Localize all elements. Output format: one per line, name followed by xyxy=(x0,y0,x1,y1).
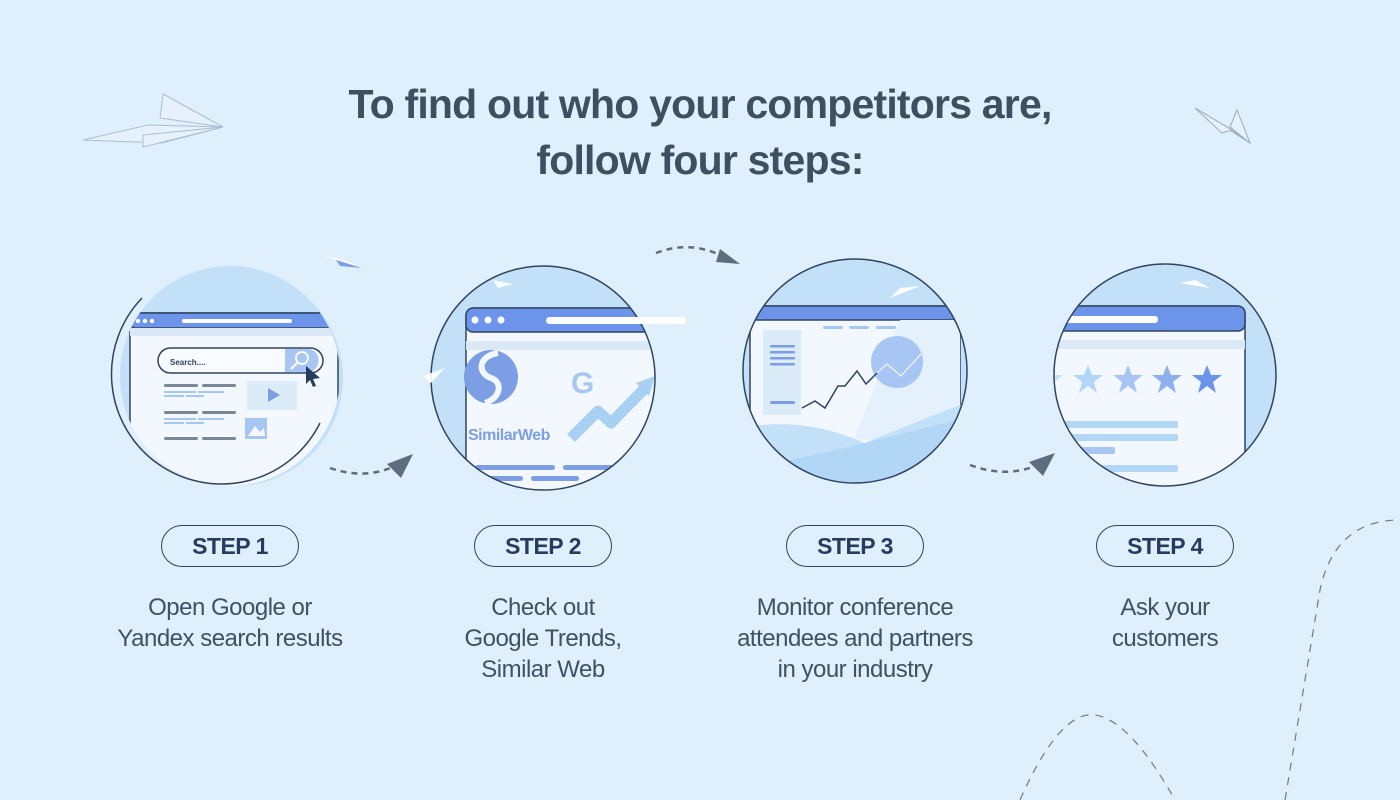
title-line-2: follow four steps: xyxy=(536,137,864,183)
paper-plane-large-icon xyxy=(82,93,224,148)
star-icon xyxy=(1054,365,1222,393)
dashed-arrow-2-to-3-icon xyxy=(655,245,740,264)
step-1-badge: STEP 1 xyxy=(161,525,299,567)
chart-browser-illustration-icon xyxy=(742,258,968,484)
svg-text:SimilarWeb: SimilarWeb xyxy=(468,427,551,444)
title-line-1: To find out who your competitors are, xyxy=(348,81,1052,127)
paper-plane-small-icon xyxy=(324,256,362,268)
svg-text:Search....: Search.... xyxy=(170,358,206,367)
dashed-arrow-1-to-2-icon xyxy=(329,454,413,478)
step-4-description: Ask your customers xyxy=(1111,594,1219,652)
step-3-badge: STEP 3 xyxy=(786,525,924,567)
review-browser-illustration-icon xyxy=(1053,263,1277,487)
step-3-illustration xyxy=(705,258,1005,498)
dashed-arrow-3-to-4-icon xyxy=(969,453,1055,476)
step-2-illustration: SimilarWeb G xyxy=(393,258,693,498)
step-3-description: Monitor conference attendees and partner… xyxy=(737,594,973,683)
paper-plane-right-icon xyxy=(1194,107,1252,145)
step-1: Search.... STEP 1 Open Google or Yandex … xyxy=(80,258,380,652)
step-4-badge: STEP 4 xyxy=(1096,525,1234,567)
step-1-description: Open Google or Yandex search results xyxy=(117,594,343,652)
step-2: SimilarWeb G STEP 2 Check out Google Tre… xyxy=(393,258,693,683)
decorative-dashed-curve-icon xyxy=(1019,519,1400,800)
search-browser-illustration-icon: Search.... xyxy=(110,266,343,486)
step-1-illustration: Search.... xyxy=(80,258,380,498)
step-2-description: Check out Google Trends, Similar Web xyxy=(464,594,622,683)
step-3: STEP 3 Monitor conference attendees and … xyxy=(705,258,1005,683)
svg-text:G: G xyxy=(571,367,594,400)
step-4-illustration xyxy=(1015,258,1315,498)
step-4: STEP 4 Ask your customers xyxy=(1015,258,1315,652)
step-2-badge: STEP 2 xyxy=(474,525,612,567)
page-title: To find out who your competitors are, fo… xyxy=(0,76,1400,188)
analytics-browser-illustration-icon: SimilarWeb G xyxy=(423,265,686,491)
